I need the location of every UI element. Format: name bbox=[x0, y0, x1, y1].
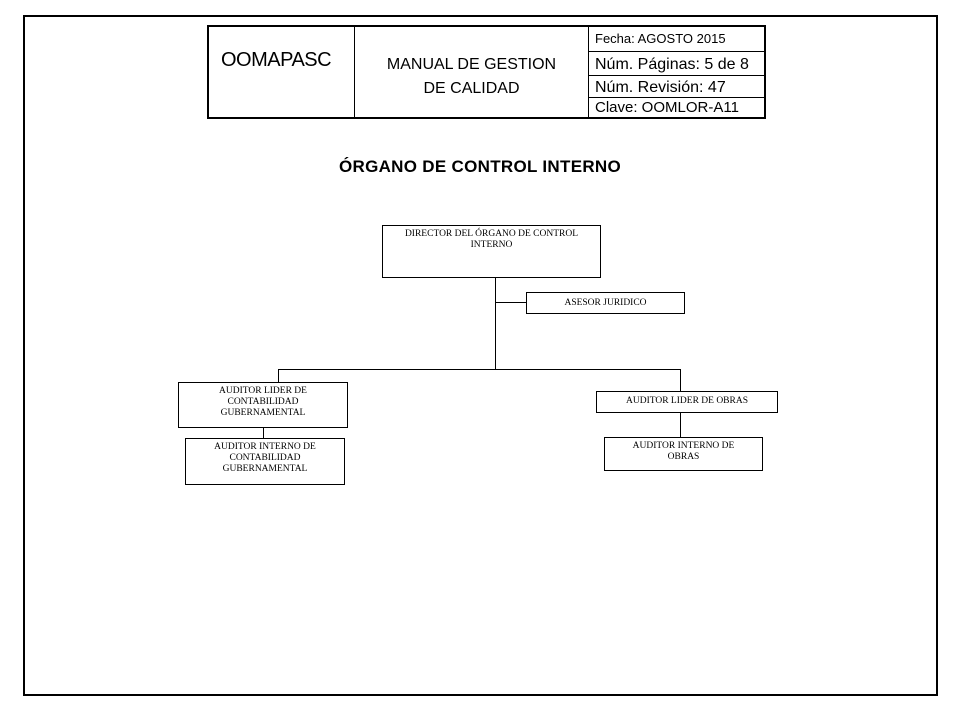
manual-title: MANUAL DE GESTION DE CALIDAD bbox=[355, 27, 589, 117]
connector-director-trunk bbox=[495, 277, 496, 369]
manual-title-line-1: MANUAL DE GESTION bbox=[386, 56, 557, 73]
org-box-auditor-lider-contabilidad: AUDITOR LIDER DE CONTABILIDAD GUBERNAMEN… bbox=[178, 382, 348, 428]
pages-field: Núm. Páginas: 5 de 8 bbox=[589, 52, 764, 76]
org-box-asesor-juridico: ASESOR JURIDICO bbox=[526, 292, 685, 314]
page-frame bbox=[23, 15, 938, 696]
org-box-auditor-interno-obras: AUDITOR INTERNO DE OBRAS bbox=[604, 437, 763, 471]
org-box-director: DIRECTOR DEL ÓRGANO DE CONTROL INTERNO bbox=[382, 225, 601, 278]
document-metadata: Fecha: AGOSTO 2015 Núm. Páginas: 5 de 8 … bbox=[589, 27, 764, 117]
connector-left-drop bbox=[278, 369, 279, 382]
org-chart-title: ÓRGANO DE CONTROL INTERNO bbox=[338, 157, 622, 176]
date-field: Fecha: AGOSTO 2015 bbox=[589, 27, 764, 52]
manual-title-line-2: DE CALIDAD bbox=[423, 80, 520, 97]
connector-right-drop bbox=[680, 369, 681, 391]
connector-left-sub bbox=[263, 427, 264, 438]
key-field: Clave: OOMLOR-A11 bbox=[595, 99, 739, 116]
connector-asesor bbox=[495, 302, 526, 303]
organization-name: OOMAPASC bbox=[209, 27, 355, 117]
org-box-auditor-lider-obras: AUDITOR LIDER DE OBRAS bbox=[596, 391, 778, 413]
connector-right-sub bbox=[680, 412, 681, 437]
connector-horizontal-bus bbox=[278, 369, 681, 370]
org-box-auditor-interno-contabilidad: AUDITOR INTERNO DE CONTABILIDAD GUBERNAM… bbox=[185, 438, 345, 485]
revision-field: Núm. Revisión: 47 bbox=[589, 76, 764, 98]
document-header: OOMAPASC MANUAL DE GESTION DE CALIDAD Fe… bbox=[207, 25, 766, 119]
